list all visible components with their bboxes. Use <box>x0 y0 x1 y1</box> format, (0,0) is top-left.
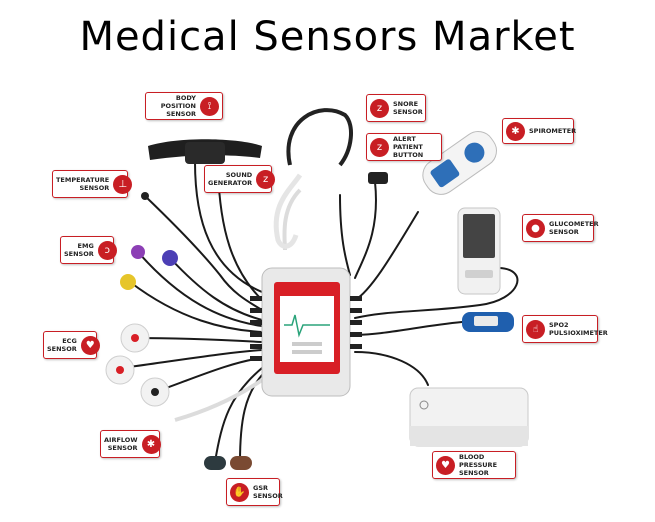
zzz-icon: z <box>256 169 276 189</box>
heart-pulse-icon: ♥ <box>80 335 100 355</box>
monitor-hub-device <box>250 267 362 397</box>
emg-electrodes <box>120 245 178 290</box>
pulse-oximeter-device <box>462 312 514 332</box>
person-position-icon: ⟟ <box>200 96 219 116</box>
lungs-icon: ✱ <box>506 121 525 141</box>
sensor-cables <box>121 161 519 463</box>
alert-button-device <box>368 172 388 184</box>
arm-muscle-icon: ↄ <box>97 240 117 260</box>
position-sensor-unit <box>185 142 225 164</box>
spirometer-label: ✱ SPIROMETER <box>502 118 576 144</box>
spirometer-device <box>422 131 497 195</box>
temperature-probe <box>141 192 149 200</box>
lungs-icon: ✱ <box>141 434 161 454</box>
zzz-icon: z <box>370 98 389 118</box>
thermometer-icon: ⊥ <box>113 174 133 194</box>
hand-icon: ✋ <box>230 482 249 502</box>
snore-neckband <box>286 108 353 167</box>
ecg-electrodes <box>105 323 170 407</box>
page-title: Medical Sensors Market <box>79 14 576 60</box>
glucometer-device <box>457 207 501 295</box>
heart-icon: ♥ <box>436 455 455 475</box>
gsr-finger-sensors <box>204 456 252 470</box>
zzz-icon: z <box>370 137 389 157</box>
finger-icon: ☝ <box>526 319 545 339</box>
airflow-cannula <box>273 173 303 249</box>
blood-drop-icon: ● <box>526 218 545 238</box>
blood-pressure-cuff <box>409 387 529 447</box>
